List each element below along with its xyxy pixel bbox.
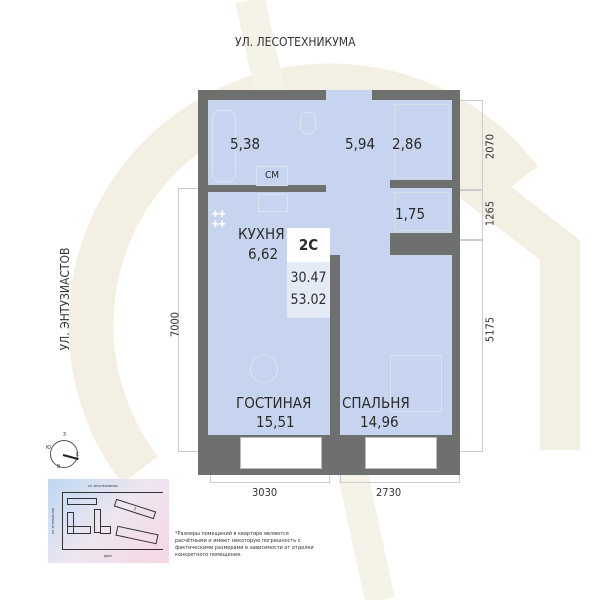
washer-label: СМ: [256, 166, 288, 186]
bed-icon: [390, 355, 442, 412]
closet-2: [390, 188, 452, 233]
closet1-area: 2,86: [392, 135, 423, 153]
table-icon: [250, 355, 278, 383]
dim-bottom-left: 3030: [252, 486, 278, 499]
dim-line-bottom-right: [340, 470, 460, 483]
living-name: ГОСТИНАЯ: [236, 394, 312, 412]
apartment-areas: 30.47 53.02: [287, 262, 330, 318]
bedroom-area: 14,96: [360, 413, 399, 431]
compass-n: З: [63, 432, 66, 438]
total-area: 53.02: [290, 292, 327, 308]
dim-line-right-bottom: [460, 240, 483, 452]
compass: [50, 440, 79, 468]
hall-area: 5,94: [345, 135, 376, 153]
kitchen-name: КУХНЯ: [238, 225, 285, 243]
closet-1: [390, 100, 452, 180]
dim-right-top: 2070: [483, 133, 497, 160]
disclaimer-note: *Размеры помещений в квартире являются р…: [175, 531, 314, 558]
apartment-type: 2С: [287, 228, 330, 262]
sink-icon: [258, 194, 288, 212]
site-minimap: УЛ. ЛЕСОТЕХНИКУМА УЛ. ЭНТУЗИАСТОВ ДВОР 2: [48, 479, 169, 563]
dim-line-bottom-left: [210, 470, 330, 483]
compass-e: С: [76, 452, 80, 458]
minimap-street-left: УЛ. ЭНТУЗИАСТОВ: [50, 508, 55, 534]
dim-line-right-mid: [460, 190, 483, 240]
dim-line-right-top: [460, 100, 483, 190]
toilet-icon: [300, 112, 316, 134]
dim-bottom-right: 2730: [376, 486, 402, 499]
bedroom: [340, 255, 452, 435]
street-left: УЛ. ЭНТУЗИАСТОВ: [58, 247, 72, 351]
dim-right-bottom: 5175: [483, 316, 497, 343]
wardrobe: [394, 104, 450, 178]
compass-s: В: [57, 464, 61, 470]
kitchen-area: 6,62: [248, 245, 279, 263]
bathroom-area: 5,38: [230, 135, 261, 153]
closet2-area: 1,75: [395, 205, 426, 223]
stove-icon: ✚✚✚✚: [212, 210, 226, 230]
minimap-street-top: УЛ. ЛЕСОТЕХНИКУМА: [88, 484, 119, 488]
bedroom-name: СПАЛЬНЯ: [342, 394, 410, 412]
living-area-total: 30.47: [290, 270, 327, 286]
dim-line-left: [178, 188, 199, 452]
window-bedroom: [365, 437, 437, 469]
window-living: [240, 437, 322, 469]
dim-right-mid: 1265: [483, 200, 497, 227]
street-top: УЛ. ЛЕСОТЕХНИКУМА: [235, 35, 356, 49]
living-area: 15,51: [256, 413, 295, 431]
dim-left: 7000: [168, 311, 182, 338]
bathtub-icon: [212, 110, 236, 182]
minimap-yard: ДВОР: [104, 554, 112, 558]
wardrobe: [394, 192, 450, 231]
compass-w: Ю: [46, 445, 51, 451]
